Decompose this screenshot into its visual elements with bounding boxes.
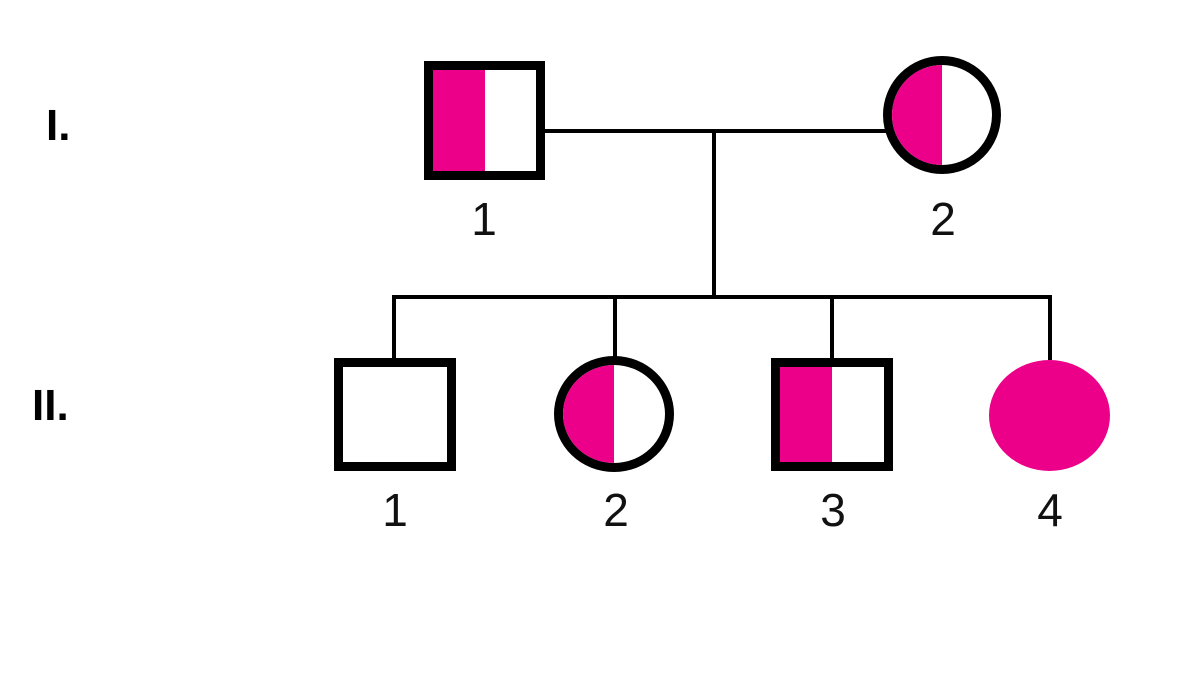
individual-II-2-symbol[interactable] [554,356,674,472]
individual-I-1-number: 1 [471,193,497,245]
individual-II-2-number: 2 [603,484,629,536]
generation-label-2: II. [32,381,69,430]
child-drop-line-1 [392,295,396,360]
generation-label-1: I. [46,101,71,150]
affected-half-fill [780,367,832,462]
individual-I-2-symbol[interactable] [883,56,1001,174]
individual-II-1-symbol[interactable] [334,358,456,471]
affected-full-fill [989,360,1110,471]
affected-half-fill [433,70,485,171]
descent-line [712,129,716,299]
affected-half-fill [563,365,614,463]
sibship-line [392,295,1052,299]
individual-II-3-symbol[interactable] [771,358,893,471]
individual-II-1-number: 1 [382,484,408,536]
child-drop-line-3 [830,295,834,360]
individual-II-3-number: 3 [820,484,846,536]
individual-II-4-number: 4 [1037,484,1063,536]
child-drop-line-4 [1048,295,1052,363]
child-drop-line-2 [613,295,617,357]
individual-I-1-symbol[interactable] [424,61,545,180]
individual-II-4-symbol[interactable] [989,360,1110,471]
affected-half-fill [892,65,942,165]
individual-I-2-number: 2 [930,193,956,245]
